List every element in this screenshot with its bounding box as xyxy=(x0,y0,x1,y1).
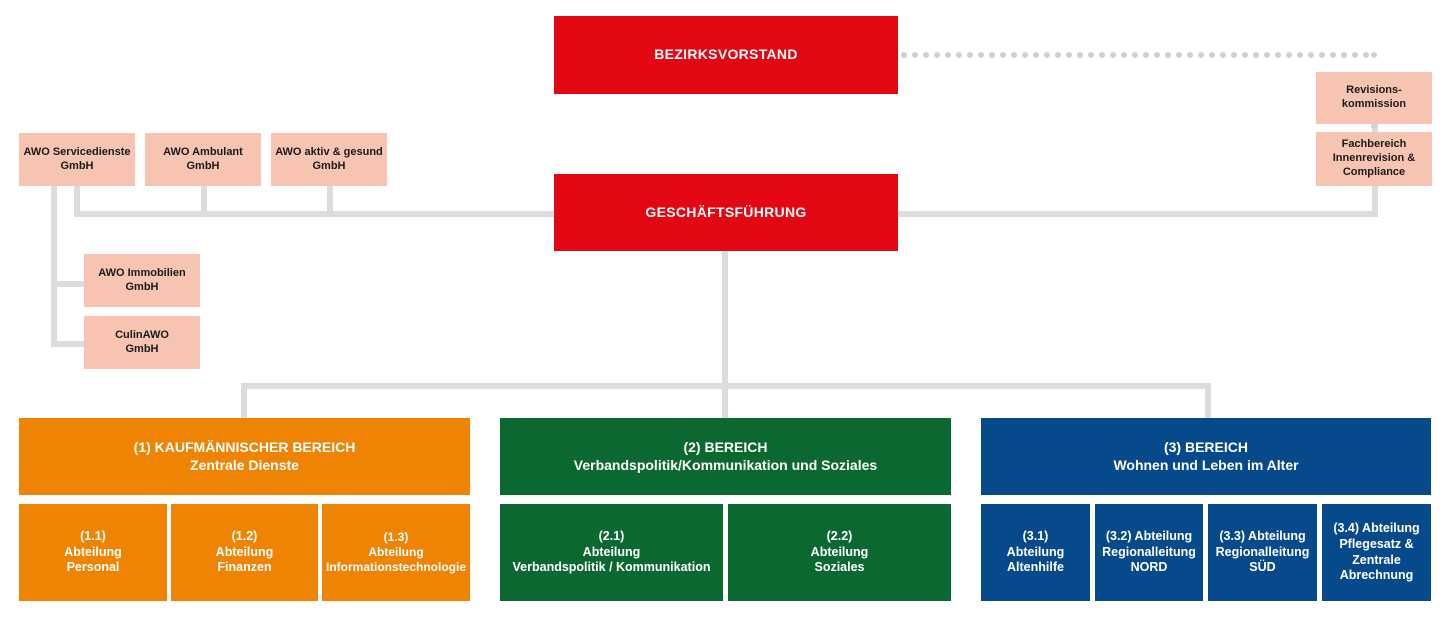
department-line: Abteilung xyxy=(810,544,869,559)
subsidiary-name: CulinAWO xyxy=(115,328,169,341)
department-line: Altenhilfe xyxy=(1007,560,1064,575)
department-line: SÜD xyxy=(1249,560,1276,575)
department-line: (3.4) Abteilung xyxy=(1333,521,1420,536)
department-1-2: (1.2) Abteilung Finanzen xyxy=(171,504,318,601)
area-1-header: (1) KAUFMÄNNISCHER BEREICH Zentrale Dien… xyxy=(19,418,470,495)
department-2-1: (2.1) Abteilung Verbandspolitik / Kommun… xyxy=(500,504,723,601)
department-line: Soziales xyxy=(814,560,865,575)
subsidiary-aktiv-gesund: AWO aktiv & gesund GmbH xyxy=(271,133,387,186)
subsidiary-name: AWO Immobilien xyxy=(98,266,186,279)
area-3-subtitle: Wohnen und Leben im Alter xyxy=(1113,456,1299,473)
subsidiary-ambulant: AWO Ambulant GmbH xyxy=(145,133,261,186)
area-2-header: (2) BEREICH Verbandspolitik/Kommunikatio… xyxy=(500,418,951,495)
subsidiary-type: GmbH xyxy=(60,159,94,172)
management-box: GESCHÄFTSFÜHRUNG xyxy=(554,174,898,251)
management-label: GESCHÄFTSFÜHRUNG xyxy=(645,203,807,220)
department-line: Abteilung xyxy=(215,544,274,559)
subsidiary-type: GmbH xyxy=(186,159,220,172)
board-label: BEZIRKSVORSTAND xyxy=(654,46,798,63)
area-2-subtitle: Verbandspolitik/Kommunikation und Sozial… xyxy=(573,456,878,473)
department-line: (3.3) Abteilung xyxy=(1219,529,1306,544)
connector-line xyxy=(1205,383,1211,418)
department-line: (1.1) xyxy=(80,529,106,544)
department-line: Zentrale xyxy=(1352,552,1401,567)
subsidiary-culinawo: CulinAWO GmbH xyxy=(84,316,200,369)
internal-audit-line: Compliance xyxy=(1342,165,1406,178)
subsidiary-servicedienste: AWO Servicedienste GmbH xyxy=(19,133,135,186)
subsidiary-type: GmbH xyxy=(125,280,159,293)
department-2-2: (2.2) Abteilung Soziales xyxy=(728,504,951,601)
department-3-3: (3.3) Abteilung Regionalleitung SÜD xyxy=(1208,504,1317,601)
department-line: (3.2) Abteilung xyxy=(1105,529,1193,544)
area-1-title: (1) KAUFMÄNNISCHER BEREICH xyxy=(133,439,356,455)
subsidiary-type: GmbH xyxy=(125,342,159,355)
department-line: Informationstechnologie xyxy=(325,560,466,574)
department-line: NORD xyxy=(1130,560,1168,575)
department-line: (1.3) xyxy=(383,530,409,544)
area-3-header: (3) BEREICH Wohnen und Leben im Alter xyxy=(981,418,1431,495)
connector-line xyxy=(241,383,1211,389)
subsidiary-immobilien: AWO Immobilien GmbH xyxy=(84,254,200,307)
department-line: Finanzen xyxy=(217,560,272,575)
connector-line xyxy=(722,250,728,418)
internal-audit-line: Fachbereich xyxy=(1341,138,1407,151)
department-line: Abteilung xyxy=(64,544,122,559)
department-3-4: (3.4) Abteilung Pflegesatz & Zentrale Ab… xyxy=(1322,504,1431,601)
department-line: Regionalleitung xyxy=(1102,544,1196,559)
board-box: BEZIRKSVORSTAND xyxy=(554,16,898,94)
department-line: Abteilung xyxy=(1006,544,1065,559)
subsidiary-type: GmbH xyxy=(312,159,346,172)
revision-commission-box: Revisions- kommission xyxy=(1316,72,1432,124)
department-line: Abteilung xyxy=(368,545,424,559)
subsidiary-name: AWO Ambulant xyxy=(163,145,243,158)
department-3-1: (3.1) Abteilung Altenhilfe xyxy=(981,504,1090,601)
subsidiary-name: AWO aktiv & gesund xyxy=(275,145,383,158)
connector-line xyxy=(51,281,85,287)
department-1-1: (1.1) Abteilung Personal xyxy=(19,504,167,601)
revision-commission-line: Revisions- xyxy=(1346,84,1402,97)
department-line: (2.2) xyxy=(826,529,853,544)
department-line: Verbandspolitik / Kommunikation xyxy=(512,560,711,575)
subsidiary-name: AWO Servicedienste xyxy=(23,145,131,158)
department-line: Regionalleitung xyxy=(1215,544,1310,559)
internal-audit-line: Innenrevision & xyxy=(1332,152,1416,165)
department-line: (3.1) xyxy=(1022,529,1049,544)
area-1-subtitle: Zentrale Dienste xyxy=(190,456,299,473)
connector-line xyxy=(327,185,333,217)
connector-line xyxy=(51,185,57,347)
area-3-title: (3) BEREICH xyxy=(1163,439,1248,455)
connector-line xyxy=(241,383,247,418)
department-line: (2.1) xyxy=(598,529,625,544)
department-1-3: (1.3) Abteilung Informationstechnologie xyxy=(322,504,470,601)
department-line: Pflegesatz & xyxy=(1339,536,1414,551)
revision-commission-line: kommission xyxy=(1341,98,1407,110)
department-line: (1.2) xyxy=(231,529,258,544)
internal-audit-box: Fachbereich Innenrevision & Compliance xyxy=(1316,132,1432,186)
connector-line xyxy=(201,185,207,217)
connector-line xyxy=(51,341,85,347)
area-2-title: (2) BEREICH xyxy=(683,439,768,455)
connector-line xyxy=(74,185,80,217)
department-3-2: (3.2) Abteilung Regionalleitung NORD xyxy=(1095,504,1203,601)
department-line: Abrechnung xyxy=(1339,568,1414,583)
department-line: Personal xyxy=(66,560,120,575)
department-line: Abteilung xyxy=(582,544,641,559)
